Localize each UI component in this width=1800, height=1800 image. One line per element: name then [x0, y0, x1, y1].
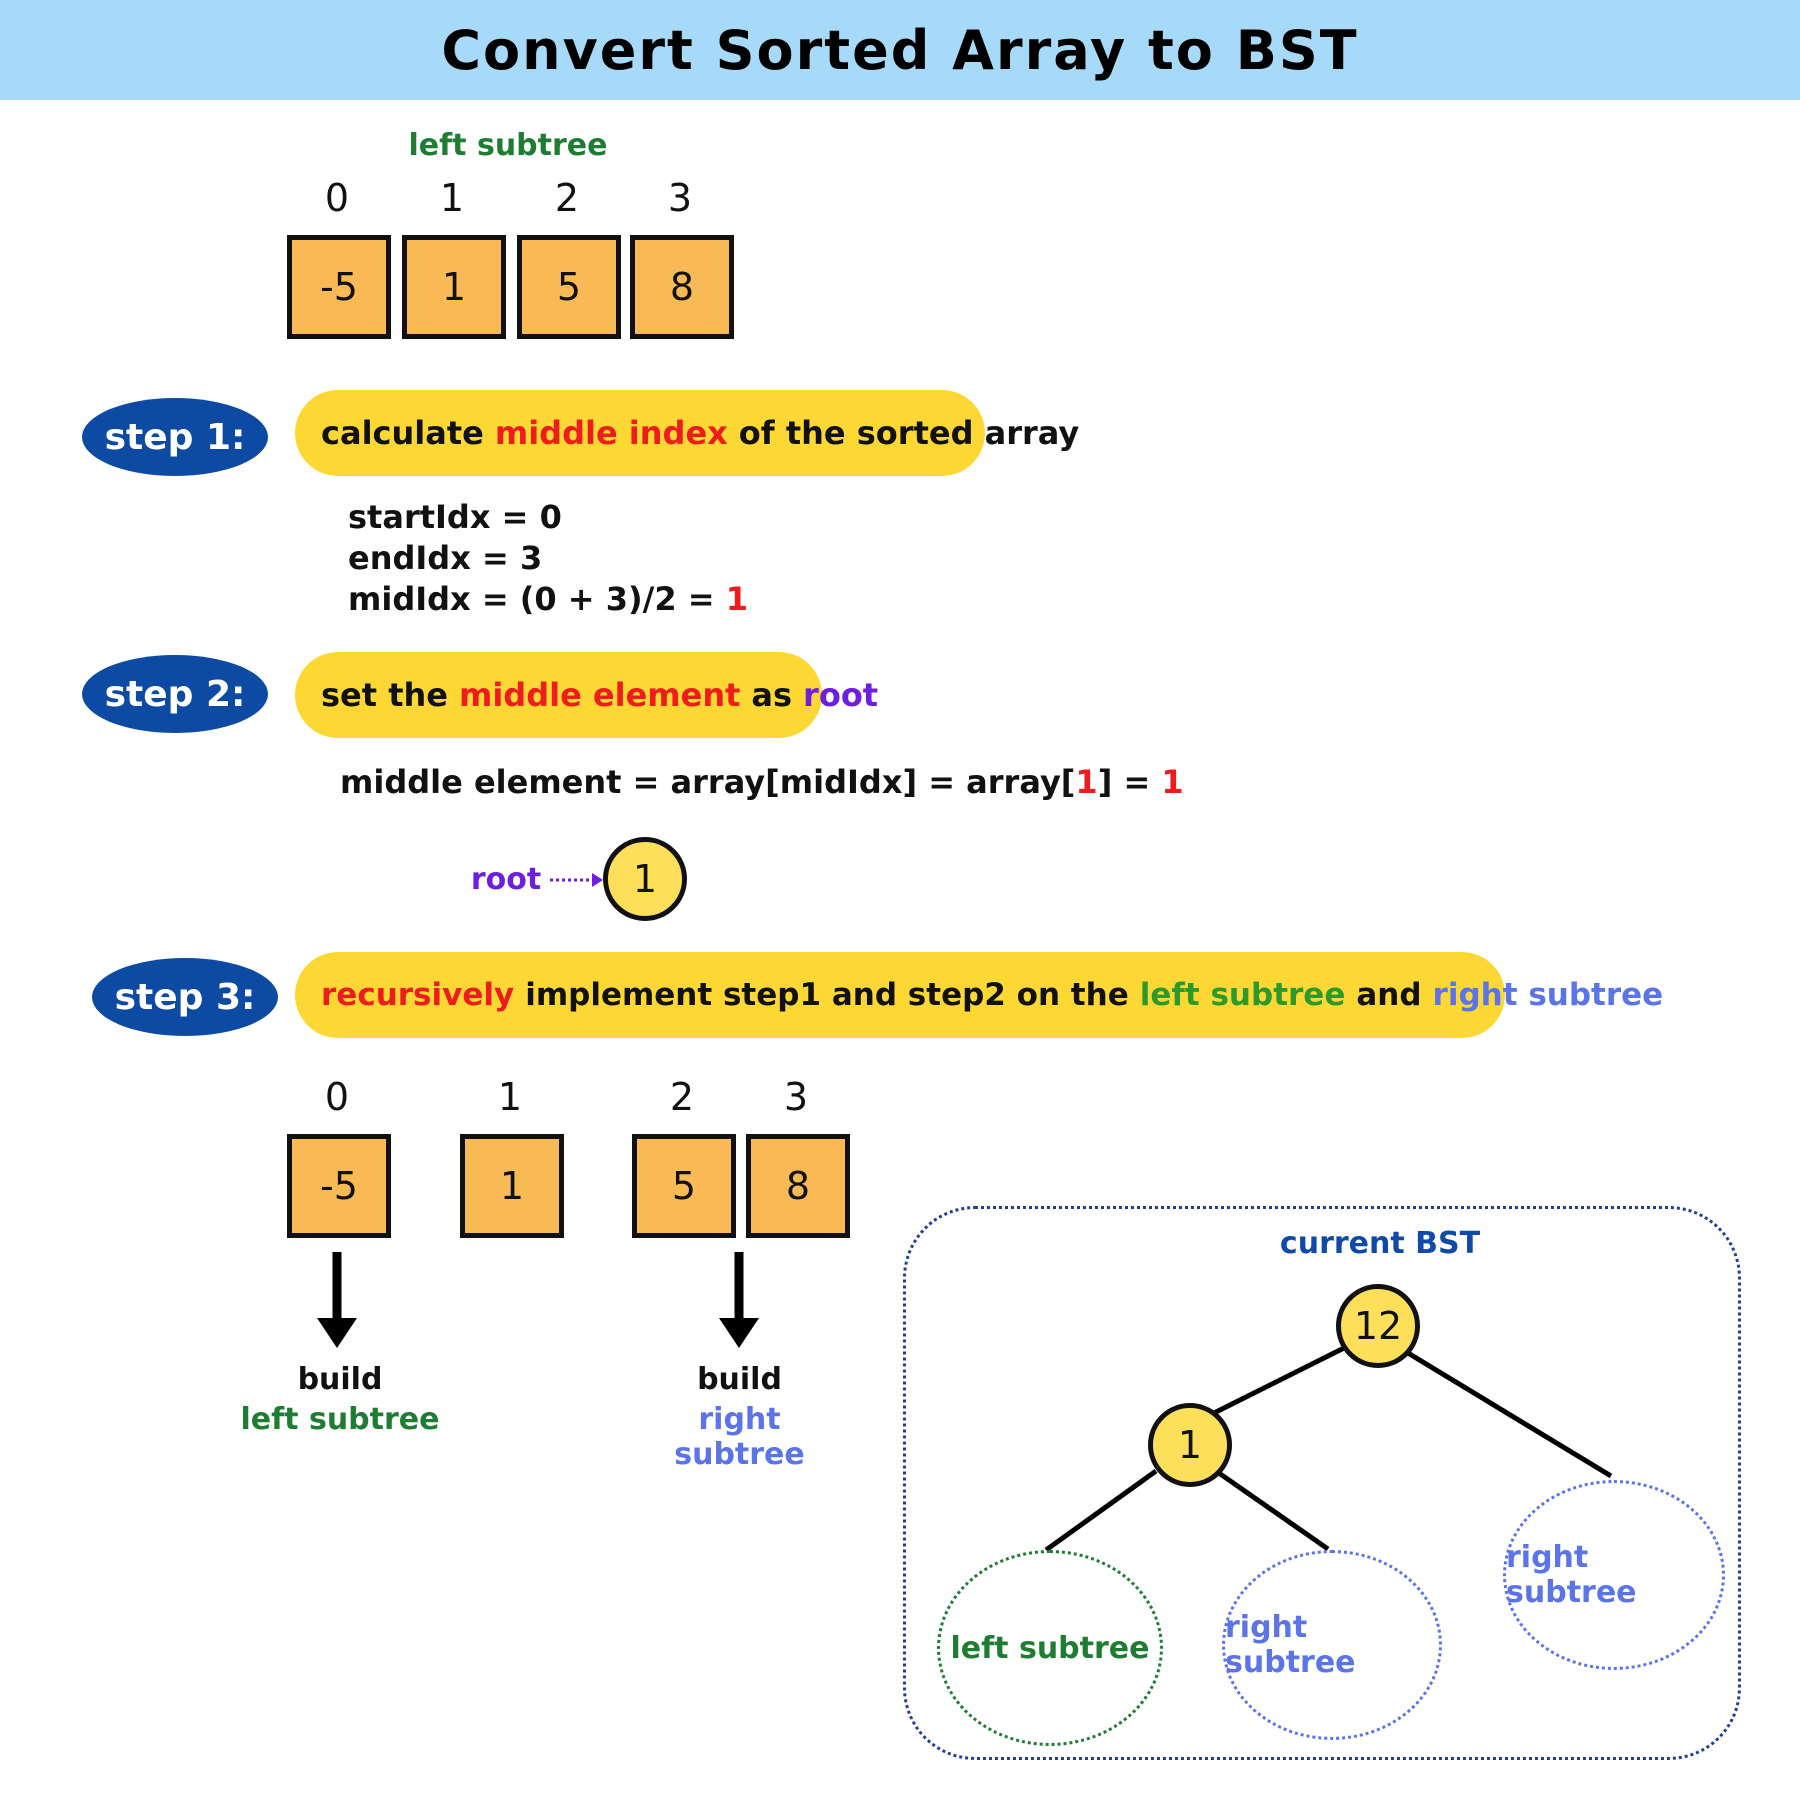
bst-left-subtree-placeholder: left subtree	[937, 1550, 1163, 1746]
array-cell: 5	[517, 235, 621, 339]
middle-element-formula: middle element = array[midIdx] = array[1…	[340, 763, 1184, 801]
root-label: root	[470, 862, 542, 897]
step2-root-word: root	[803, 676, 879, 714]
step1-bar: calculate middle index of the sorted arr…	[295, 390, 1079, 476]
array-index: 3	[783, 1075, 809, 1119]
top-array-label: left subtree	[408, 128, 608, 163]
array-cell: 1	[460, 1134, 564, 1238]
array-cell: -5	[287, 235, 391, 339]
step1-text: of the sorted array	[738, 414, 1080, 452]
step1-text: calculate	[321, 414, 484, 452]
array-index: 2	[554, 176, 580, 220]
step3-highlight: recursively	[321, 977, 515, 1013]
middle-element-result: 1	[1161, 763, 1184, 801]
root-arrow	[550, 873, 603, 887]
array-cell: 1	[402, 235, 506, 339]
step3-text: and	[1356, 977, 1422, 1013]
bst-left-node: 1	[1148, 1403, 1232, 1487]
step3-right-subtree: right subtree	[1432, 977, 1664, 1013]
step3-badge: step 3:	[92, 958, 278, 1036]
step1-calculation: startIdx = 0 endIdx = 3 midIdx = (0 + 3)…	[348, 497, 748, 620]
root-node: 1	[603, 837, 687, 921]
step3-text: implement step1 and step2 on the	[525, 977, 1129, 1013]
bst-mid-subtree-placeholder: right subtree	[1222, 1550, 1442, 1740]
array-index: 1	[497, 1075, 523, 1119]
end-index-line: endIdx = 3	[348, 539, 543, 577]
array-index: 0	[324, 1075, 350, 1119]
array-cell: 8	[746, 1134, 850, 1238]
build-left-target: left subtree	[240, 1402, 440, 1437]
array-cell: -5	[287, 1134, 391, 1238]
page-title: Convert Sorted Array to BST	[441, 18, 1359, 82]
array-index: 1	[439, 176, 465, 220]
step3-left-subtree: left subtree	[1139, 977, 1346, 1013]
array-cell: 5	[632, 1134, 736, 1238]
step1-highlight: middle index	[494, 414, 728, 452]
step2-highlight: middle element	[458, 676, 741, 714]
step2-text: set the	[321, 676, 448, 714]
array-index: 2	[669, 1075, 695, 1119]
bst-right-subtree-placeholder: right subtree	[1503, 1480, 1725, 1670]
build-right-target: right subtree	[674, 1402, 805, 1472]
down-arrow-icon	[317, 1252, 357, 1348]
current-bst-panel	[903, 1206, 1741, 1760]
title-banner: Convert Sorted Array to BST	[0, 0, 1800, 100]
array-index: 3	[667, 176, 693, 220]
step2-badge: step 2:	[82, 655, 268, 733]
array-index: 0	[324, 176, 350, 220]
step1-badge: step 1:	[82, 398, 268, 476]
down-arrow-icon	[719, 1252, 759, 1348]
start-index-line: startIdx = 0	[348, 498, 562, 536]
build-right-verb: build	[697, 1362, 782, 1397]
build-left-verb: build	[297, 1362, 383, 1397]
step2-text: as	[751, 676, 793, 714]
step3-bar: recursively implement step1 and step2 on…	[295, 952, 1663, 1038]
mid-index-line: midIdx = (0 + 3)/2 = 1	[348, 580, 748, 618]
step2-bar: set the middle element as root	[295, 652, 878, 738]
current-bst-title: current BST	[1279, 1226, 1481, 1261]
mid-index-result: 1	[725, 580, 748, 618]
bst-root-node: 12	[1336, 1284, 1420, 1368]
array-cell: 8	[630, 235, 734, 339]
